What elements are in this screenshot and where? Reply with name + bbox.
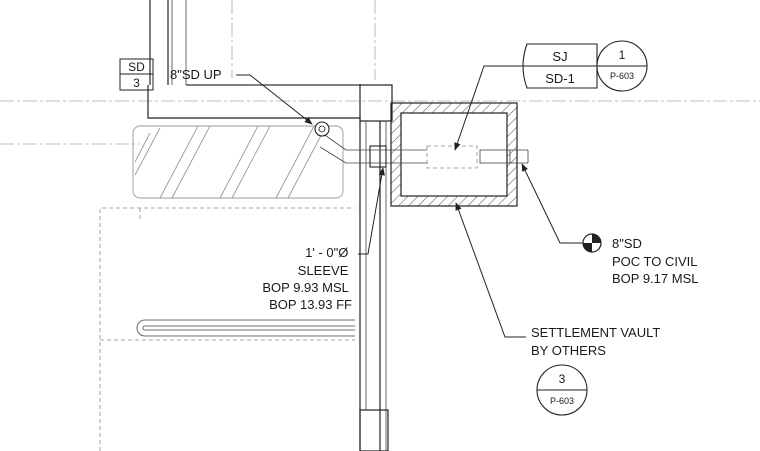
sj-tag: SJ SD-1 bbox=[454, 43, 598, 151]
detail-callout-1: 1 P-603 bbox=[596, 40, 648, 92]
sd-up-annotation: 8"SD UP bbox=[170, 67, 313, 125]
sj-tag-bottom: SD-1 bbox=[545, 71, 575, 86]
center-lines bbox=[0, 0, 760, 145]
sleeve-annotation: 1' - 0"Ø SLEEVE BOP 9.93 MSL BOP 13.93 F… bbox=[262, 167, 385, 312]
storm-drain-pipe bbox=[314, 121, 529, 168]
sj-tag-top: SJ bbox=[552, 49, 567, 64]
sd-up-label: 8"SD UP bbox=[170, 67, 222, 82]
vault-note: SETTLEMENT VAULT BY OTHERS bbox=[531, 325, 664, 358]
poc-marker-icon bbox=[582, 233, 602, 253]
detail-callout-3-sheet: P-603 bbox=[550, 396, 574, 406]
vault-annotation: SETTLEMENT VAULT BY OTHERS bbox=[455, 202, 664, 358]
settlement-vault bbox=[390, 102, 518, 207]
detail-callout-3: 3 P-603 bbox=[536, 364, 588, 416]
sleeve-note: 1' - 0"Ø SLEEVE BOP 9.93 MSL BOP 13.93 F… bbox=[262, 245, 352, 312]
poc-note: 8"SD POC TO CIVIL BOP 9.17 MSL bbox=[612, 236, 701, 286]
sd-tag-bottom: 3 bbox=[133, 76, 140, 90]
detail-callout-1-sheet: P-603 bbox=[610, 71, 634, 81]
foundation-outline bbox=[99, 207, 355, 451]
sd-tag-top: SD bbox=[128, 60, 145, 74]
poc-annotation: 8"SD POC TO CIVIL BOP 9.17 MSL bbox=[521, 163, 701, 286]
detail-callout-1-number: 1 bbox=[619, 48, 626, 62]
detail-callout-3-number: 3 bbox=[559, 372, 566, 386]
building-walls bbox=[147, 0, 393, 451]
sd-tag: SD 3 bbox=[119, 58, 154, 91]
planter-box bbox=[132, 125, 344, 199]
